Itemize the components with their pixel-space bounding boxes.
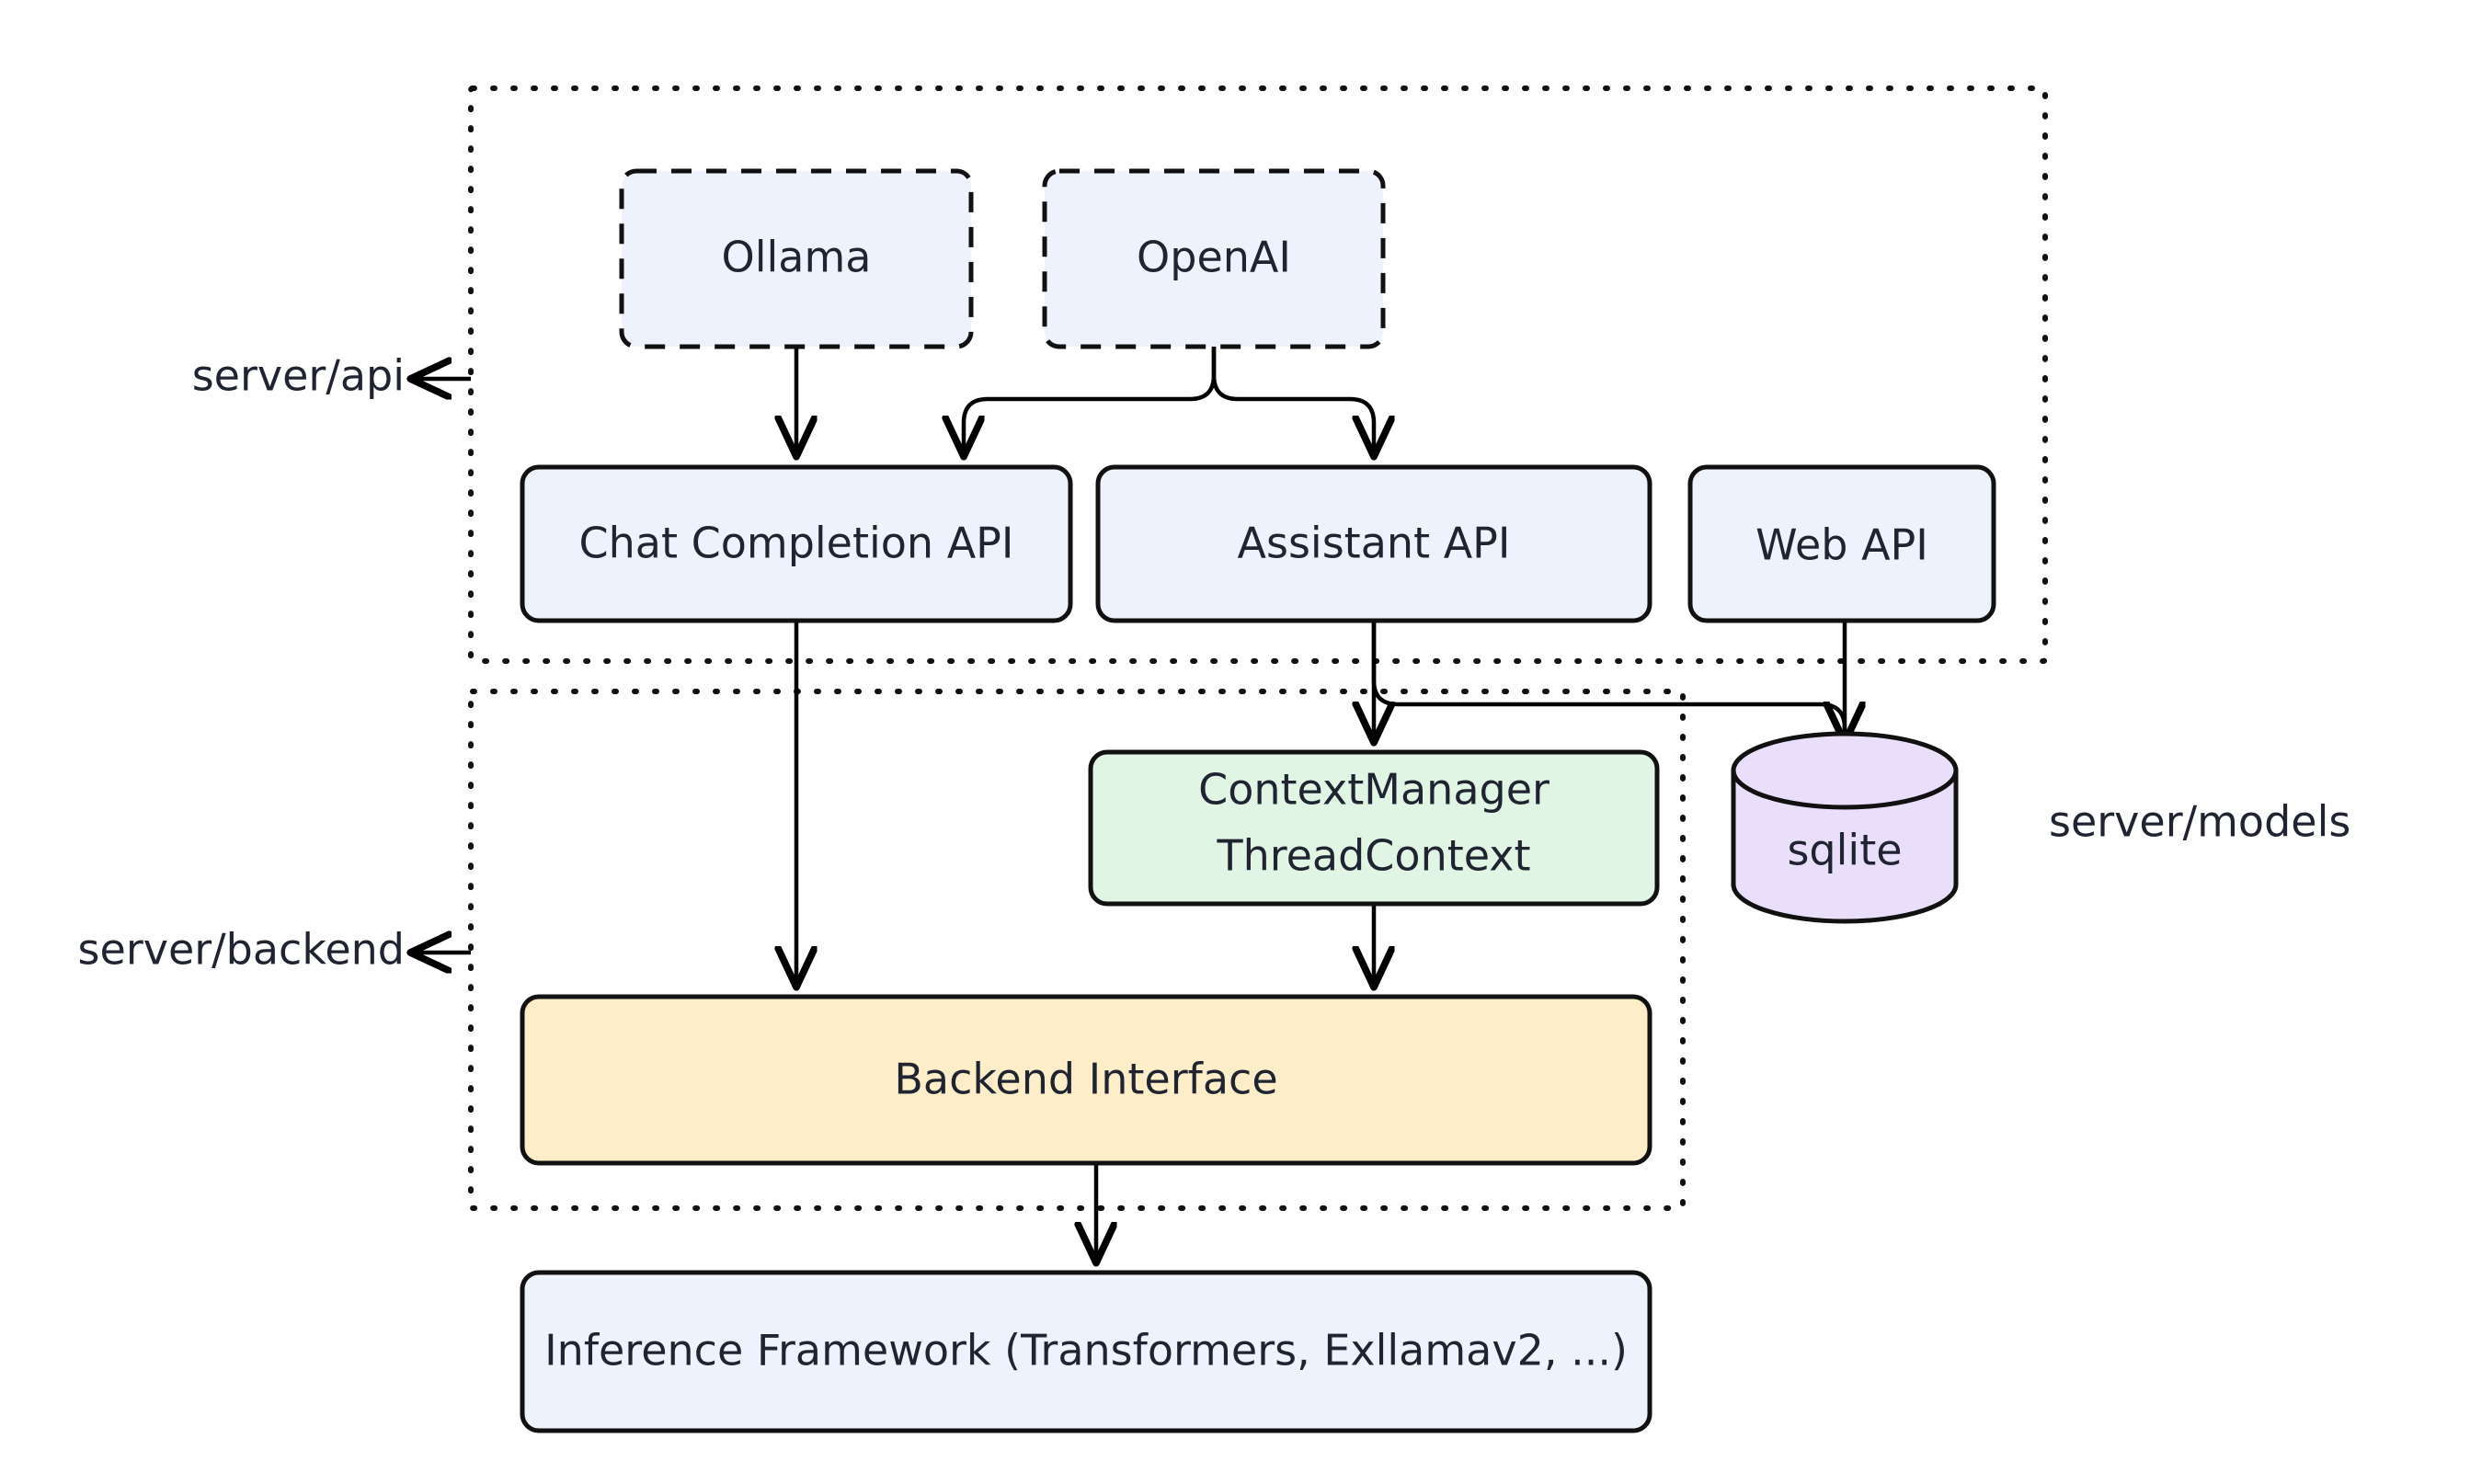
edge-openai-to-chat-api — [964, 347, 1217, 455]
node-sqlite-top — [1731, 731, 1959, 810]
node-web-api[interactable]: Web API — [1687, 464, 1996, 623]
node-assistant-api-shape — [1095, 464, 1652, 623]
node-ollama[interactable]: Ollama — [619, 168, 974, 349]
node-inference-framework[interactable]: Inference Framework (Transformers, Exlla… — [520, 1270, 1652, 1433]
edge-assistant-api-to-sqlite — [1371, 621, 1845, 741]
node-chat-completion-api[interactable]: Chat Completion API — [520, 464, 1073, 623]
node-openai-shape — [1042, 168, 1386, 349]
group-label-server-api: server/api — [192, 351, 405, 401]
node-context-manager-label-line1: ContextManager — [1198, 765, 1549, 815]
node-inference-framework-label: Inference Framework (Transformers, Exlla… — [544, 1326, 1628, 1376]
node-context-manager[interactable]: ContextManager ThreadContext — [1088, 749, 1660, 907]
node-assistant-api-label: Assistant API — [1238, 519, 1511, 568]
node-web-api-label: Web API — [1755, 520, 1928, 570]
node-inference-framework-shape — [520, 1270, 1652, 1433]
edge-openai-to-assistant-api — [1211, 347, 1374, 455]
node-backend-interface-shape — [520, 994, 1652, 1166]
group-server-backend-container — [468, 689, 1686, 1211]
node-ollama-shape — [619, 168, 974, 349]
node-sqlite[interactable]: sqlite — [1731, 731, 1959, 924]
node-chat-completion-api-shape — [520, 464, 1073, 623]
node-backend-interface-label: Backend Interface — [894, 1055, 1277, 1104]
node-context-manager-shape — [1088, 749, 1660, 907]
node-sqlite-body — [1731, 768, 1959, 924]
node-openai-label: OpenAI — [1137, 233, 1291, 282]
node-ollama-label: Ollama — [722, 233, 872, 282]
node-context-manager-label-line2: ThreadContext — [1216, 831, 1530, 881]
node-web-api-shape — [1687, 464, 1996, 623]
node-chat-completion-api-label: Chat Completion API — [579, 519, 1014, 568]
group-label-server-models: server/models — [2049, 797, 2350, 847]
node-sqlite-label: sqlite — [1787, 826, 1902, 875]
node-assistant-api[interactable]: Assistant API — [1095, 464, 1652, 623]
node-backend-interface[interactable]: Backend Interface — [520, 994, 1652, 1166]
group-label-server-backend: server/backend — [78, 925, 405, 975]
node-openai[interactable]: OpenAI — [1042, 168, 1386, 349]
